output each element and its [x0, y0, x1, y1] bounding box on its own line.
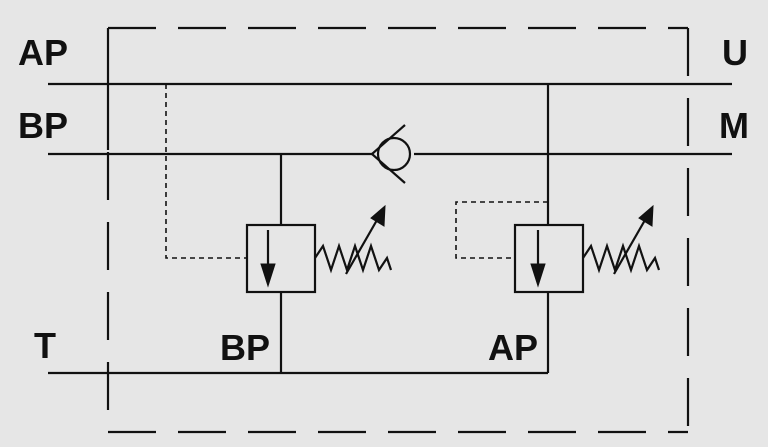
right-valve-body: [513, 223, 585, 294]
label-valve-ap: AP: [488, 327, 538, 368]
left-valve-adjust-arrow-shaft: [345, 219, 378, 275]
left-pilot-line: [165, 84, 247, 259]
check-valve-ball: [376, 136, 412, 172]
label-port-ap: AP: [18, 32, 68, 73]
check-valve-seat-upper: [371, 124, 406, 155]
check-valve: [371, 124, 412, 184]
label-port-m: M: [719, 105, 749, 146]
right-valve-spring: [582, 242, 661, 274]
left-valve-spring: [314, 242, 393, 274]
check-valve-seat-lower: [371, 153, 406, 184]
left-valve-flow-arrow-head: [260, 263, 276, 288]
right-valve-adjust-arrow-head: [638, 204, 654, 227]
label-port-bp: BP: [18, 105, 68, 146]
right-valve-adjust-arrow-shaft: [613, 219, 646, 275]
label-valve-bp: BP: [220, 327, 270, 368]
left-relief-valve: [245, 204, 393, 294]
left-valve-adjust-arrow-head: [370, 204, 386, 227]
right-valve-flow-arrow-head: [530, 263, 546, 288]
right-relief-valve: [513, 204, 661, 294]
label-port-t: T: [34, 325, 56, 366]
enclosure: [106, 26, 690, 434]
left-valve-body: [245, 223, 317, 294]
right-pilot-line: [455, 201, 548, 259]
label-port-u: U: [722, 32, 748, 73]
